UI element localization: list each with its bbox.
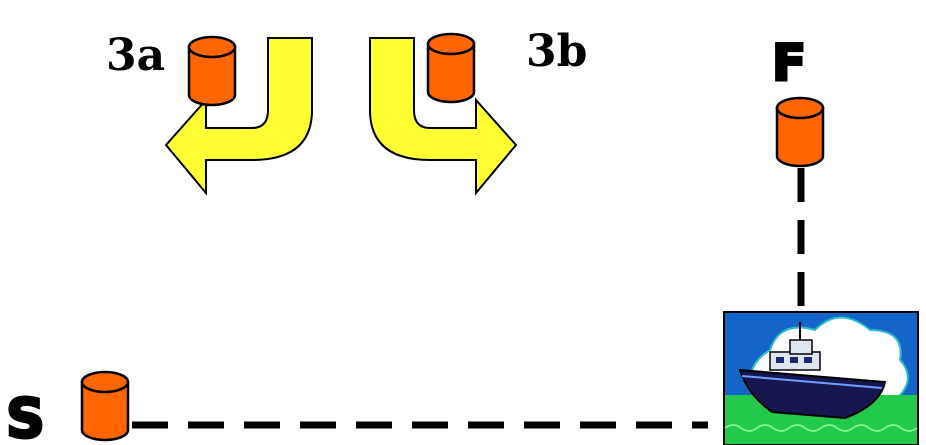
buoy-icon bbox=[775, 96, 825, 168]
mark-3b-label: 3b bbox=[526, 26, 587, 77]
u-turn-left-arrow-icon bbox=[164, 37, 313, 196]
buoy-icon bbox=[426, 32, 476, 104]
u-turn-right-arrow-icon bbox=[369, 37, 518, 196]
buoy-icon bbox=[80, 370, 130, 442]
finish-label: F bbox=[772, 34, 806, 92]
start-label: S bbox=[6, 387, 45, 445]
buoy-icon bbox=[187, 35, 237, 107]
mark-3a-label: 3a bbox=[106, 30, 165, 81]
committee-boat-icon bbox=[723, 311, 919, 445]
